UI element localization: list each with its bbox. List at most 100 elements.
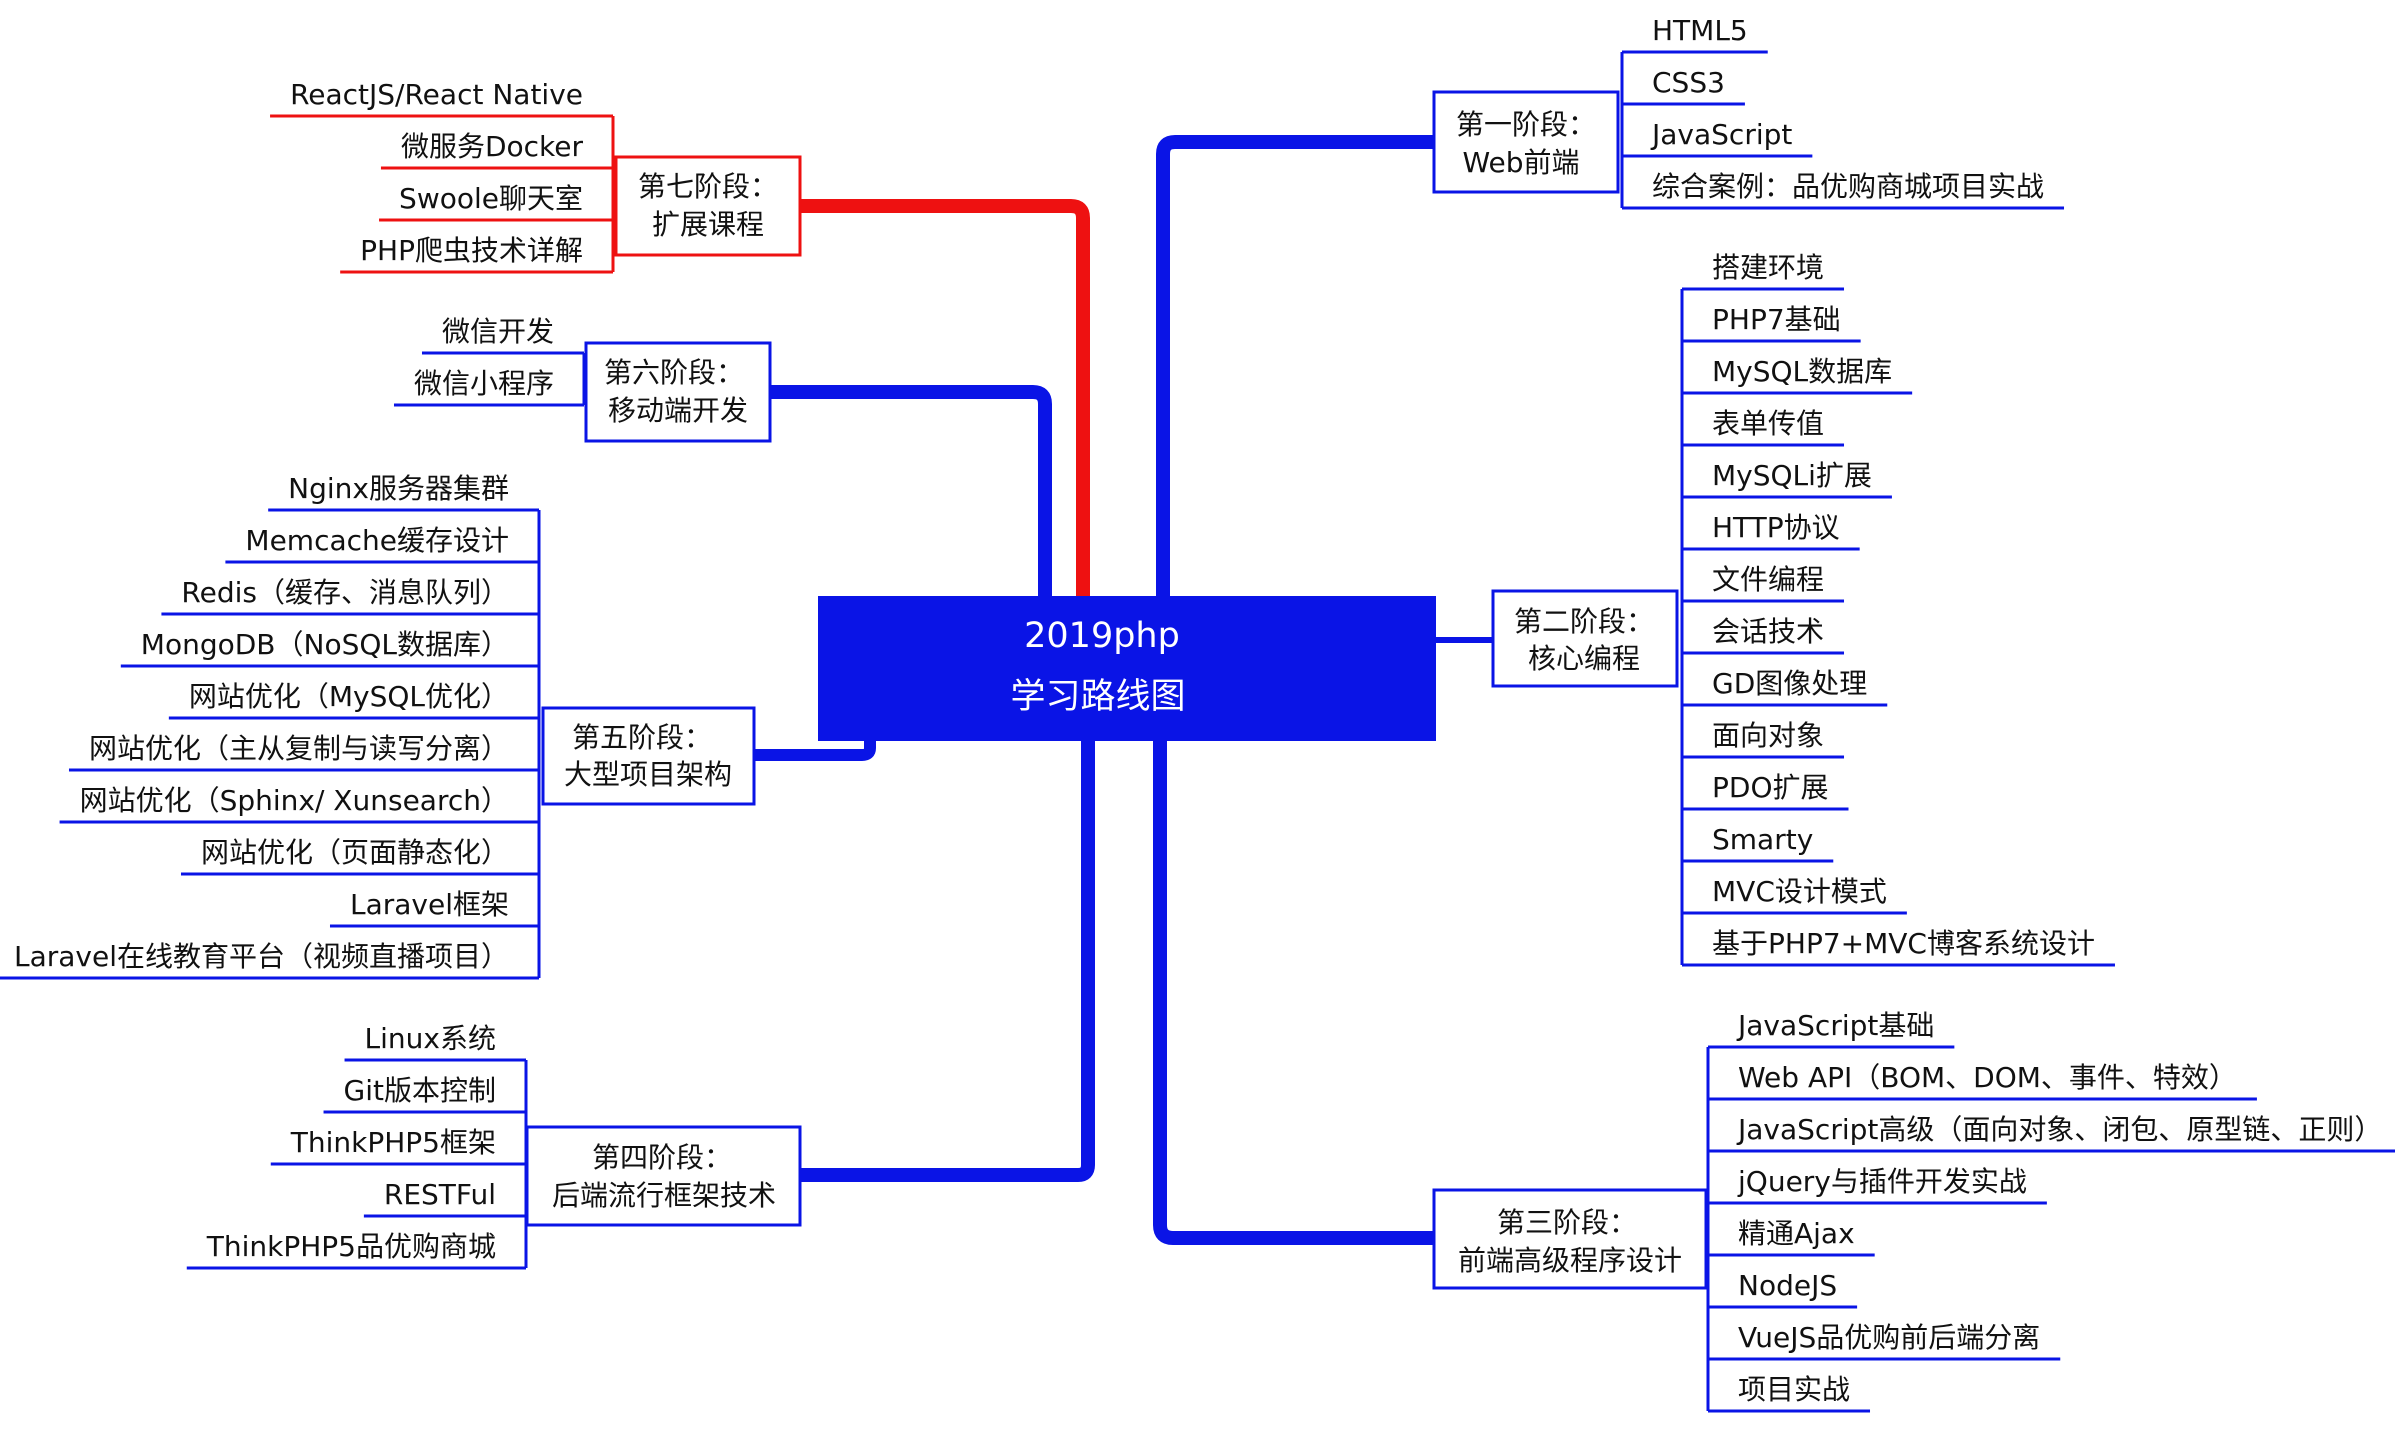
topic-label: Laravel框架 bbox=[350, 888, 509, 921]
trunk-s1 bbox=[1156, 135, 1434, 596]
topic-item: ThinkPHP5品优购商城 bbox=[186, 1230, 526, 1270]
stage-box bbox=[584, 341, 772, 443]
topic-item: Swoole聊天室 bbox=[379, 182, 613, 222]
topic-item: VueJS品优购前后端分离 bbox=[1708, 1321, 2061, 1361]
topic-label: VueJS品优购前后端分离 bbox=[1738, 1321, 2040, 1354]
topic-label: Nginx服务器集群 bbox=[288, 472, 509, 505]
topic-item: ThinkPHP5框架 bbox=[270, 1126, 526, 1166]
topic-label: MySQL数据库 bbox=[1712, 355, 1892, 388]
stage-title-line2: Web前端 bbox=[1462, 146, 1579, 179]
stage-title-line2: 大型项目架构 bbox=[564, 758, 732, 791]
stage-title-line2: 核心编程 bbox=[1528, 642, 1640, 675]
topic-label: JavaScript基础 bbox=[1736, 1009, 1934, 1042]
center-box bbox=[818, 596, 1436, 741]
topic-item: PHP7基础 bbox=[1682, 303, 1861, 343]
topic-label: 搭建环境 bbox=[1712, 251, 1824, 284]
topic-label: Linux系统 bbox=[365, 1022, 496, 1055]
topic-label: ReactJS/React Native bbox=[290, 78, 583, 111]
center-node: 2019php 学习路线图 bbox=[818, 596, 1436, 741]
topic-label: 网站优化（MySQL优化） bbox=[189, 680, 509, 713]
stage-s5: 第五阶段：大型项目架构Nginx服务器集群Memcache缓存设计Redis（缓… bbox=[0, 472, 756, 980]
topic-item: JavaScript高级（面向对象、闭包、原型链、正则） bbox=[1708, 1113, 2395, 1153]
topic-item: HTML5 bbox=[1622, 14, 1768, 54]
topic-item: 搭建环境 bbox=[1682, 251, 1845, 291]
topic-label: Git版本控制 bbox=[344, 1074, 496, 1107]
topic-label: GD图像处理 bbox=[1712, 667, 1867, 700]
stage-title-line2: 后端流行框架技术 bbox=[552, 1179, 776, 1212]
stage-s7: 第七阶段： 扩展课程 ReactJS/React Native 微服务DockerSw… bbox=[270, 78, 802, 274]
topic-label: 微服务Docker bbox=[401, 130, 584, 163]
topic-item: jQuery与插件开发实战 bbox=[1708, 1165, 2047, 1205]
stage-s4: 第四阶段：后端流行框架技术Linux系统Git版本控制ThinkPHP5框架RE… bbox=[186, 1022, 802, 1270]
topic-label: HTML5 bbox=[1652, 14, 1748, 47]
topic-item: Nginx服务器集群 bbox=[268, 472, 539, 512]
topic-label: 会话技术 bbox=[1712, 615, 1824, 648]
topic-label: ThinkPHP5框架 bbox=[290, 1126, 496, 1159]
topic-item: 网站优化（Sphinx/ Xunsearch） bbox=[59, 784, 539, 824]
topic-label: CSS3 bbox=[1652, 66, 1725, 99]
topic-item: 项目实战 bbox=[1708, 1373, 1871, 1413]
stage-title-line2: 前端高级程序设计 bbox=[1458, 1244, 1682, 1277]
topic-item: Memcache缓存设计 bbox=[225, 524, 539, 564]
stage-box bbox=[1432, 1188, 1708, 1290]
topic-label: MySQLi扩展 bbox=[1712, 459, 1872, 492]
topic-label: NodeJS bbox=[1738, 1269, 1837, 1302]
topic-item: Git版本控制 bbox=[323, 1074, 526, 1114]
topic-item: 面向对象 bbox=[1682, 719, 1845, 759]
stage-title-line2: 移动端开发 bbox=[608, 394, 748, 427]
stage-box bbox=[1432, 90, 1620, 194]
topic-item: 综合案例：品优购商城项目实战 bbox=[1622, 170, 2065, 210]
topic-label: Laravel在线教育平台（视频直播项目） bbox=[14, 940, 509, 973]
topic-label: JavaScript高级（面向对象、闭包、原型链、正则） bbox=[1736, 1113, 2382, 1146]
topic-label: HTTP协议 bbox=[1712, 511, 1840, 544]
topic-item: NodeJS bbox=[1708, 1269, 1858, 1309]
stage-title-line1: 第五阶段： bbox=[572, 721, 712, 754]
trunk-s3 bbox=[1153, 741, 1434, 1245]
topic-label: 面向对象 bbox=[1712, 719, 1824, 752]
topic-item: 精通Ajax bbox=[1708, 1217, 1875, 1257]
center-title-line2: 学习路线图 bbox=[1010, 677, 1185, 717]
topic-label: 基于PHP7+MVC博客系统设计 bbox=[1712, 927, 2095, 960]
topic-item: HTTP协议 bbox=[1682, 511, 1860, 551]
topic-item: MySQLi扩展 bbox=[1682, 459, 1892, 499]
stage-title-line2: 扩展课程 bbox=[652, 208, 764, 241]
topic-item: PDO扩展 bbox=[1682, 771, 1849, 811]
topic-item: 微信开发 bbox=[421, 315, 584, 355]
topic-item: RESTFul bbox=[363, 1178, 526, 1218]
topic-item: Smarty bbox=[1682, 823, 1834, 863]
topic-label: 文件编程 bbox=[1712, 563, 1824, 596]
topic-label: 精通Ajax bbox=[1738, 1217, 1855, 1250]
stage-title-line1: 第二阶段： bbox=[1514, 605, 1654, 638]
stage-box bbox=[614, 155, 802, 257]
topic-item: 网站优化（MySQL优化） bbox=[168, 680, 539, 720]
topic-item: GD图像处理 bbox=[1682, 667, 1888, 707]
stage-box bbox=[525, 1125, 802, 1227]
topic-label: MVC设计模式 bbox=[1712, 875, 1887, 908]
topic-label: 微信开发 bbox=[442, 315, 554, 348]
stage-title-line1: 第三阶段： bbox=[1497, 1206, 1637, 1239]
topic-label: ThinkPHP5品优购商城 bbox=[206, 1230, 496, 1263]
center-title-line1: 2019php bbox=[1024, 616, 1180, 656]
stage-title-line1: 第七阶段： bbox=[638, 170, 778, 203]
topic-item: Laravel在线教育平台（视频直播项目） bbox=[0, 940, 539, 980]
topic-item: PHP爬虫技术详解 bbox=[340, 234, 613, 274]
topic-item: CSS3 bbox=[1622, 66, 1745, 106]
topic-label: 网站优化（页面静态化） bbox=[201, 836, 509, 869]
topic-label: PHP爬虫技术详解 bbox=[360, 234, 583, 267]
stage-box bbox=[1491, 589, 1679, 688]
topic-label: 综合案例：品优购商城项目实战 bbox=[1652, 170, 2044, 203]
stage-title-line1: 第六阶段： bbox=[604, 356, 744, 389]
topic-label: 表单传值 bbox=[1712, 407, 1824, 440]
stage-nodes: 第一阶段：Web前端HTML5CSS3JavaScript综合案例：品优购商城项… bbox=[0, 14, 2395, 1413]
stage-box bbox=[541, 706, 756, 806]
topic-item: JavaScript基础 bbox=[1708, 1009, 1955, 1049]
trunk-s7 bbox=[800, 199, 1090, 596]
topic-label: Swoole聊天室 bbox=[399, 182, 583, 215]
topic-label: MongoDB（NoSQL数据库） bbox=[141, 628, 509, 661]
trunk-s5 bbox=[754, 741, 876, 761]
topic-label: RESTFul bbox=[384, 1178, 496, 1211]
